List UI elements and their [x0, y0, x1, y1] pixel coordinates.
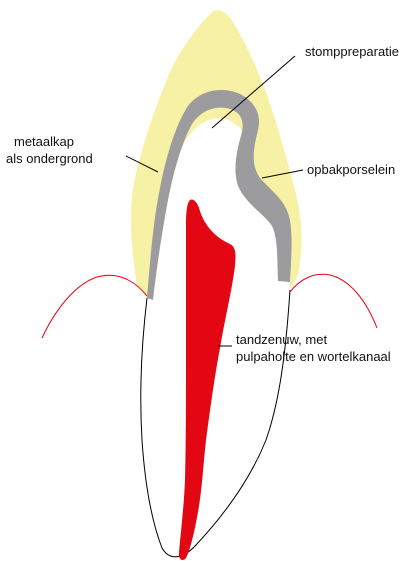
gum-line-left [42, 275, 147, 338]
label-nerve-line1: tandzenuw, met [236, 332, 327, 347]
label-metal-cap-line1: metaalkap [14, 134, 74, 149]
gum-line-right [290, 274, 377, 328]
nerve-pulp [179, 199, 236, 560]
label-metal-cap-line2: als ondergrond [6, 151, 93, 166]
label-stump: stomppreparatie [305, 44, 399, 59]
label-porcelain: opbakporselein [307, 162, 395, 177]
label-nerve-line2: pulpaholte en wortelkanaal [236, 349, 391, 364]
